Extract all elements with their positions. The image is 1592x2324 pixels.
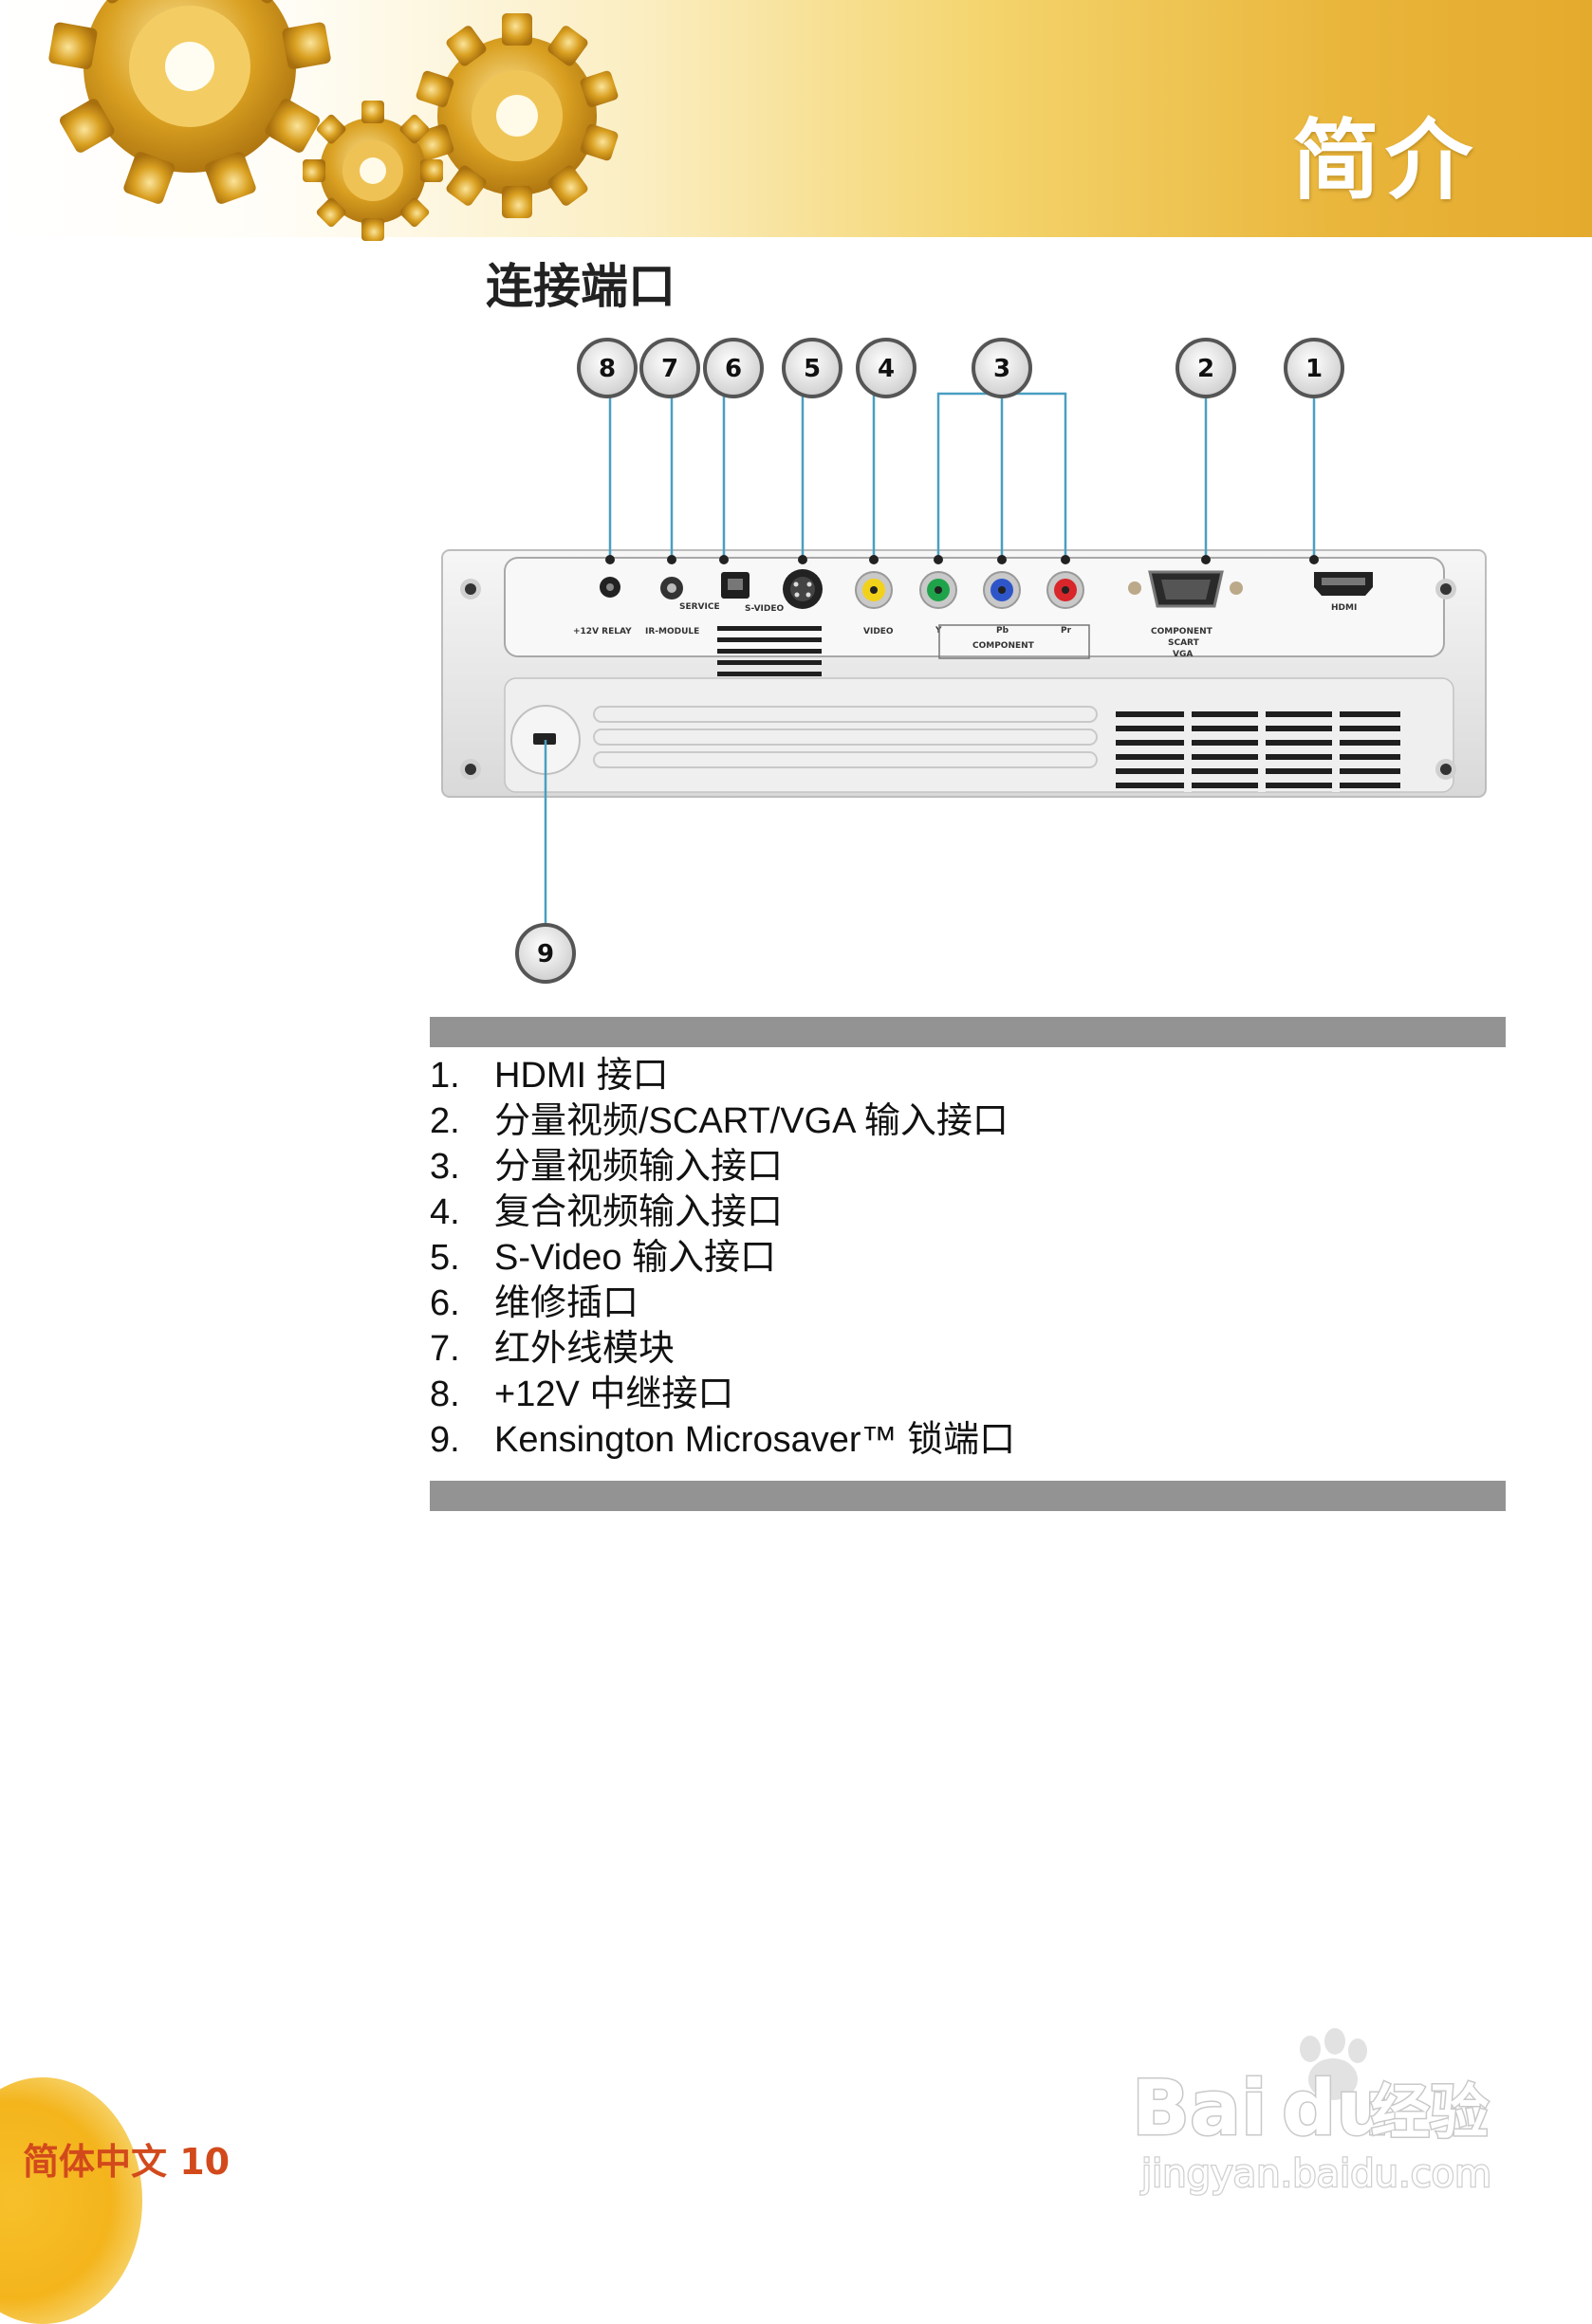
relay-port-icon [600, 577, 620, 598]
gears-decoration [0, 0, 664, 242]
ir-module-label: IR-MODULE [645, 627, 699, 636]
relay-label: +12V RELAY [573, 627, 632, 636]
page-number-label: 简体中文 10 [23, 2132, 230, 2185]
callout-3: 3 [973, 340, 1030, 397]
section-title: 简介 [1292, 90, 1478, 216]
video-port-icon [856, 572, 892, 608]
service-port-icon [721, 572, 750, 599]
list-item-number: 2. [430, 1098, 494, 1144]
list-item-label: 分量视频输入接口 [494, 1147, 783, 1187]
svg-text:8: 8 [599, 355, 616, 383]
component-y-port-icon [920, 572, 956, 608]
list-item: 4.复合视频输入接口 [430, 1190, 1502, 1235]
gear-icon [303, 101, 443, 241]
screw-icon [460, 759, 481, 780]
list-item-label: 分量视频/SCART/VGA 输入接口 [494, 1101, 1009, 1141]
component-pr-port-icon [1047, 572, 1083, 608]
screw-icon [1435, 759, 1456, 780]
vga-label-line1: COMPONENT [1151, 627, 1213, 636]
list-item-number: 1. [430, 1053, 494, 1098]
svg-text:2: 2 [1197, 355, 1214, 383]
watermark-brand: Bai [1132, 2064, 1267, 2152]
list-item-number: 4. [430, 1190, 494, 1235]
page-heading: 连接端口 [486, 249, 676, 317]
list-item-label: S-Video 输入接口 [494, 1238, 776, 1278]
watermark-brand-cn: 经验 [1371, 2077, 1489, 2147]
list-item-number: 8. [430, 1372, 494, 1417]
service-label: SERVICE [679, 602, 720, 612]
svg-text:9: 9 [537, 940, 554, 968]
callout-8: 8 [579, 340, 636, 397]
list-item-number: 6. [430, 1281, 494, 1326]
list-item-label: +12V 中继接口 [494, 1374, 733, 1414]
list-item-label: HDMI 接口 [494, 1056, 669, 1096]
hdmi-label: HDMI [1331, 603, 1357, 613]
gear-icon [415, 13, 619, 218]
list-item: 3.分量视频输入接口 [430, 1144, 1502, 1190]
svg-text:3: 3 [993, 355, 1010, 383]
list-bottom-rule [430, 1481, 1506, 1511]
svg-text:7: 7 [661, 355, 678, 383]
s-video-label: S-VIDEO [745, 604, 784, 614]
list-item-number: 3. [430, 1144, 494, 1190]
list-item-label: 复合视频输入接口 [494, 1192, 783, 1232]
video-label: VIDEO [863, 627, 894, 636]
rear-panel-diagram: +12V RELAY IR-MODULE SERVICE S-VIDEO VID… [417, 327, 1499, 991]
lower-panel [505, 678, 1453, 792]
svg-text:1: 1 [1305, 355, 1323, 383]
callout-6: 6 [705, 340, 762, 397]
ir-module-port-icon [660, 577, 683, 599]
watermark-url: jingyan.baidu.com [1140, 2152, 1491, 2196]
list-item: 1.HDMI 接口 [430, 1053, 1502, 1098]
svg-text:5: 5 [804, 355, 821, 383]
list-item: 5.S-Video 输入接口 [430, 1235, 1502, 1281]
list-item-label: 维修插口 [494, 1283, 639, 1323]
list-item: 8.+12V 中继接口 [430, 1372, 1502, 1417]
list-item-label: Kensington Microsaver™ 锁端口 [494, 1420, 1015, 1460]
component-pb-label: Pb [996, 626, 1009, 636]
list-item: 7.红外线模块 [430, 1326, 1502, 1372]
screw-icon [1435, 579, 1456, 599]
callout-4: 4 [858, 340, 915, 397]
callout-5: 5 [784, 340, 841, 397]
component-y-label: Y [935, 626, 942, 636]
component-pr-label: Pr [1061, 626, 1072, 636]
svg-text:6: 6 [725, 355, 742, 383]
screw-icon [460, 579, 481, 599]
list-item: 2.分量视频/SCART/VGA 输入接口 [430, 1098, 1502, 1144]
list-item: 6.维修插口 [430, 1281, 1502, 1326]
list-item-label: 红外线模块 [494, 1329, 675, 1369]
vga-label-line2: SCART [1168, 638, 1200, 648]
list-top-rule [430, 1017, 1506, 1047]
callout-1: 1 [1286, 340, 1342, 397]
callout-9: 9 [517, 925, 574, 982]
component-pb-port-icon [984, 572, 1020, 608]
list-item-number: 9. [430, 1417, 494, 1463]
baidu-watermark: Bai du 经验 jingyan.baidu.com [1124, 2020, 1523, 2201]
list-item-number: 5. [430, 1235, 494, 1281]
list-item-number: 7. [430, 1326, 494, 1372]
port-list: 1.HDMI 接口 2.分量视频/SCART/VGA 输入接口 3.分量视频输入… [430, 1053, 1502, 1463]
svg-text:4: 4 [878, 355, 895, 383]
footer-decoration [0, 2077, 142, 2324]
component-label: COMPONENT [972, 641, 1035, 651]
hdmi-port-icon [1314, 572, 1373, 596]
list-item: 9.Kensington Microsaver™ 锁端口 [430, 1417, 1502, 1463]
s-video-port-icon [783, 569, 823, 609]
gear-icon [47, 0, 331, 206]
vga-label-line3: VGA [1173, 650, 1193, 659]
callout-7: 7 [641, 340, 698, 397]
callout-2: 2 [1177, 340, 1234, 397]
